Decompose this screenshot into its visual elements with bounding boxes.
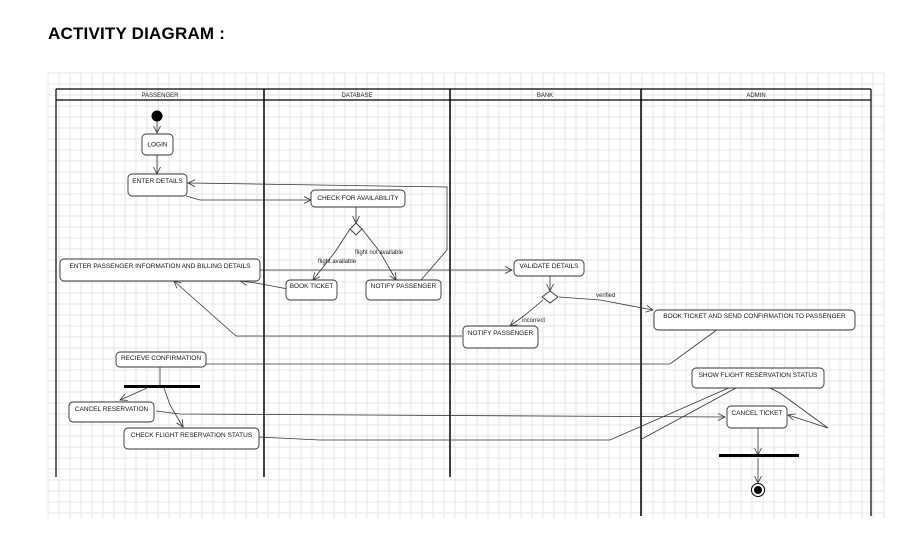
activity-notify-passenger-db: NOTIFY PASSENGER [365, 279, 442, 301]
activity-validate-details-label: VALIDATE DETAILS [520, 263, 580, 270]
activity-login: LOGIN [141, 133, 174, 156]
page-title: ACTIVITY DIAGRAM : [48, 24, 226, 43]
activity-check-status-label: CHECK FLIGHT RESERVATION STATUS [131, 432, 253, 439]
activity-check-status: CHECK FLIGHT RESERVATION STATUS [123, 427, 260, 450]
swimlane-frame [55, 88, 872, 516]
activity-cancel-reservation-label: CANCEL RESERVATION [75, 406, 149, 413]
activity-login-label: LOGIN [147, 142, 168, 149]
join-bar-admin [719, 454, 799, 457]
activity-check-availability: CHECK FOR AVAILABILITY [310, 189, 406, 208]
final-node [751, 483, 765, 497]
activity-notify-passenger-bank-label: NOTIFY PASSENGER [468, 330, 534, 337]
activity-check-availability-label: CHECK FOR AVAILABILITY [317, 195, 399, 202]
activity-cancel-ticket-label: CANCEL TICKET [732, 410, 783, 417]
activity-recieve-confirmation: RECIEVE CONFIRMATION [115, 351, 207, 368]
lane-title-database: DATABASE [341, 93, 372, 99]
activity-enter-passenger-info: ENTER PASSENGER INFORMATION AND BILLING … [59, 258, 261, 282]
guard-flight-available: flight available [318, 259, 357, 265]
activity-notify-passenger-bank: NOTIFY PASSENGER [462, 325, 539, 349]
fork-bar-passenger [124, 385, 200, 388]
activity-show-status-label: SHOW FLIGHT RESERVATION STATUS [699, 372, 818, 379]
guard-incorrect: incorrect [522, 318, 545, 324]
guard-verified: verified [596, 293, 615, 299]
activity-notify-passenger-db-label: NOTIFY PASSENGER [371, 283, 437, 290]
activity-enter-details: ENTER DETAILS [127, 173, 188, 197]
initial-node [151, 110, 163, 122]
activity-enter-passenger-info-label: ENTER PASSENGER INFORMATION AND BILLING … [70, 263, 252, 270]
lane-title-passenger: PASSENGER [142, 93, 180, 99]
activity-book-ticket-label: BOOK TICKET [290, 283, 334, 290]
lane-title-admin: ADMIN [746, 93, 765, 99]
transitions [120, 121, 829, 483]
activity-validate-details: VALIDATE DETAILS [513, 259, 585, 277]
activity-book-ticket: BOOK TICKET [285, 279, 338, 301]
decision-validation [541, 290, 559, 304]
lane-title-bank: BANK [537, 93, 553, 99]
activity-cancel-reservation: CANCEL RESERVATION [68, 401, 155, 423]
activity-show-status: SHOW FLIGHT RESERVATION STATUS [691, 367, 825, 389]
activity-book-send-confirmation: BOOK TICKET AND SEND CONFIRMATION TO PAS… [653, 309, 856, 331]
activity-recieve-confirmation-label: RECIEVE CONFIRMATION [121, 355, 201, 362]
activity-enter-details-label: ENTER DETAILS [132, 178, 183, 185]
decision-availability [349, 222, 363, 236]
activity-cancel-ticket: CANCEL TICKET [726, 405, 788, 429]
activity-book-send-confirmation-label: BOOK TICKET AND SEND CONFIRMATION TO PAS… [663, 313, 846, 320]
guard-flight-not-available: flight not available [355, 250, 404, 256]
